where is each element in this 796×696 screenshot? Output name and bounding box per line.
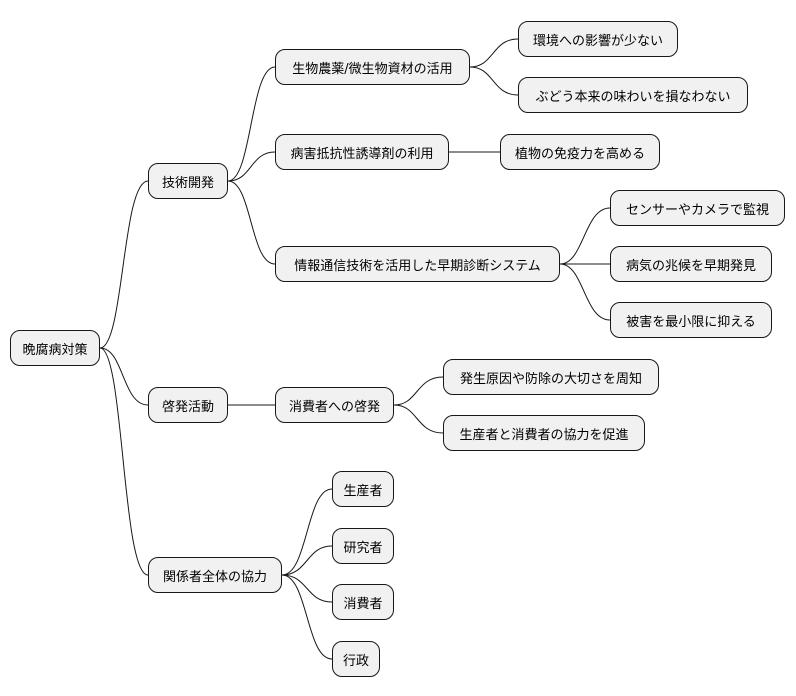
branch-edu-node[interactable]: 啓発活動 bbox=[148, 387, 228, 423]
connector bbox=[281, 574, 333, 660]
node-consumer-awareness[interactable]: 消費者への啓発 bbox=[275, 387, 394, 423]
connector bbox=[559, 263, 611, 321]
connector bbox=[227, 151, 276, 182]
leaf-early-detection[interactable]: 病気の兆候を早期発見 bbox=[610, 246, 772, 282]
node-resistance-inducer[interactable]: 病害抵抗性誘導剤の利用 bbox=[275, 134, 449, 170]
leaf-publicize-causes[interactable]: 発生原因や防除の大切さを周知 bbox=[443, 359, 659, 395]
connector bbox=[393, 376, 444, 406]
connector bbox=[393, 404, 444, 434]
leaf-promote-cooperation[interactable]: 生産者と消費者の協力を促進 bbox=[443, 415, 645, 451]
leaf-consumer[interactable]: 消費者 bbox=[332, 584, 394, 620]
connector bbox=[227, 180, 276, 265]
leaf-government[interactable]: 行政 bbox=[332, 641, 380, 677]
connector bbox=[99, 180, 149, 349]
branch-tech-node[interactable]: 技術開発 bbox=[148, 163, 228, 199]
connector bbox=[281, 545, 333, 576]
connector bbox=[281, 574, 333, 603]
connector bbox=[281, 488, 333, 576]
connector bbox=[469, 38, 519, 68]
connector bbox=[227, 66, 276, 182]
connector bbox=[469, 66, 519, 96]
node-ict-diagnosis[interactable]: 情報通信技術を活用した早期診断システム bbox=[275, 246, 560, 282]
root-node[interactable]: 晩腐病対策 bbox=[10, 330, 100, 366]
leaf-researcher[interactable]: 研究者 bbox=[332, 528, 394, 564]
node-bio-pesticide[interactable]: 生物農薬/微生物資材の活用 bbox=[275, 49, 470, 85]
branch-coop-node[interactable]: 関係者全体の協力 bbox=[148, 557, 282, 593]
leaf-low-env-impact[interactable]: 環境への影響が少ない bbox=[518, 21, 678, 57]
leaf-boost-immunity[interactable]: 植物の免疫力を高める bbox=[500, 134, 660, 170]
leaf-producer[interactable]: 生産者 bbox=[332, 471, 394, 507]
connector bbox=[559, 207, 611, 265]
leaf-preserve-taste[interactable]: ぶどう本来の味わいを損なわない bbox=[518, 77, 748, 113]
connector bbox=[99, 347, 149, 576]
leaf-sensor-camera[interactable]: センサーやカメラで監視 bbox=[610, 190, 785, 226]
leaf-minimize-damage[interactable]: 被害を最小限に抑える bbox=[610, 302, 772, 338]
connector bbox=[99, 347, 149, 406]
